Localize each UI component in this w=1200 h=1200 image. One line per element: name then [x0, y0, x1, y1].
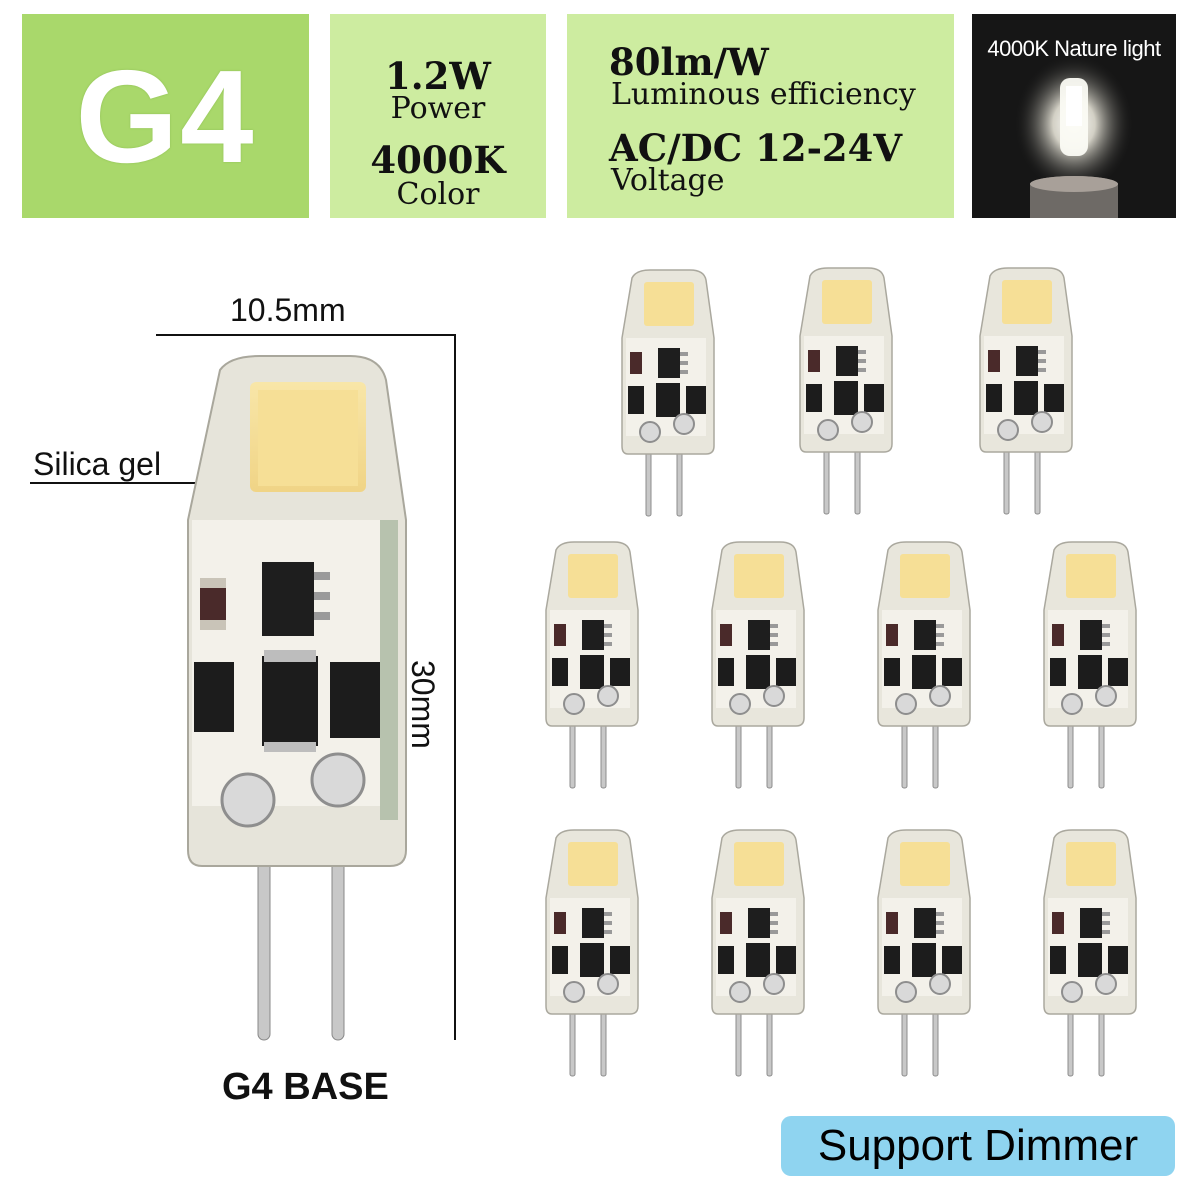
silica-gel-label: Silica gel [33, 446, 162, 482]
efficiency-label: Luminous efficiency [611, 77, 916, 112]
small-bulb [711, 829, 805, 1077]
small-bulb [621, 269, 715, 517]
model-box: G4 [22, 14, 309, 218]
small-bulb [979, 267, 1073, 515]
voltage-value: AC/DC 12-24V [609, 126, 903, 170]
g4-base-label: G4 BASE [222, 1066, 389, 1108]
width-dimension-line [156, 334, 456, 336]
nature-light-photo: 4000K Nature light [972, 14, 1176, 218]
efficiency-value: 80lm/W [609, 40, 769, 84]
voltage-label: Voltage [611, 163, 725, 198]
small-bulb [711, 541, 805, 789]
color-value: 4000K [370, 138, 506, 182]
small-bulb [1043, 829, 1137, 1077]
model-title: G4 [75, 42, 256, 190]
large-bulb-image [187, 355, 407, 1041]
small-bulb [877, 541, 971, 789]
power-label: Power [390, 91, 486, 126]
small-bulb [545, 541, 639, 789]
width-dimension-label: 10.5mm [230, 292, 346, 328]
height-dimension-line [454, 334, 456, 1040]
small-bulb [545, 829, 639, 1077]
support-dimmer-badge: Support Dimmer [781, 1116, 1175, 1176]
power-color-box: 1.2W Power 4000K Color [330, 14, 546, 218]
efficiency-voltage-box: 80lm/W Luminous efficiency AC/DC 12-24V … [567, 14, 954, 218]
color-label: Color [396, 177, 480, 212]
power-value: 1.2W [385, 54, 491, 98]
small-bulb [799, 267, 893, 515]
small-bulb [877, 829, 971, 1077]
small-bulb [1043, 541, 1137, 789]
